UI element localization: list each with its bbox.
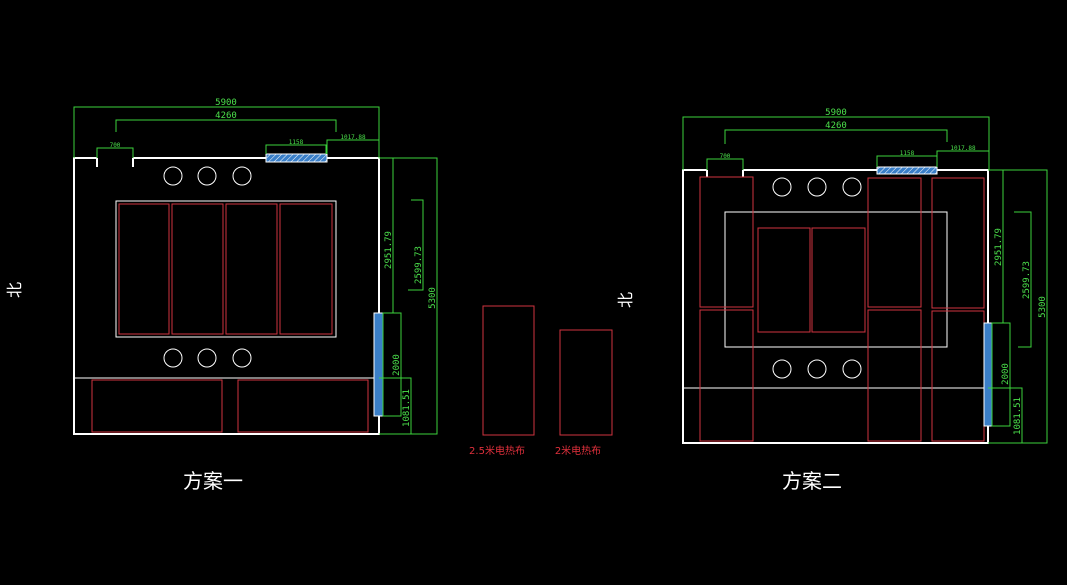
- plan1-bottom-lights: [163, 348, 252, 368]
- light-icon: [772, 359, 792, 379]
- dim-label: 4260: [825, 121, 847, 131]
- plan-1: 5900 4260 700 1158 1017.88 2951.79 2599.…: [5, 98, 438, 493]
- dim-label: 5900: [215, 98, 237, 108]
- light-icon: [197, 348, 217, 368]
- light-icon: [163, 348, 183, 368]
- north-label: 北: [5, 282, 24, 298]
- heating-pad: [867, 177, 922, 308]
- heating-pad: [699, 309, 754, 442]
- heating-pad: [699, 176, 754, 308]
- dim-label: 1158: [900, 150, 915, 157]
- legend-pad-2m: [559, 329, 613, 436]
- dim-label: 700: [720, 153, 731, 160]
- plan2-center-area: [724, 211, 948, 348]
- heating-pad: [91, 379, 223, 433]
- heating-pad: [931, 177, 985, 309]
- dim-line: [379, 377, 412, 434]
- light-icon: [232, 166, 252, 186]
- light-icon: [807, 177, 827, 197]
- plan-2: 5900 4260 700 1158 1017.88 2951.79 2599.…: [616, 108, 1048, 493]
- dim-line: [1014, 211, 1032, 348]
- dim-label: 5300: [428, 287, 438, 309]
- plan1-top-window: [265, 153, 328, 163]
- dim-label: 1158: [289, 139, 304, 146]
- heating-pad: [171, 203, 224, 335]
- dim-label: 1017.88: [950, 145, 976, 152]
- dim-line: [876, 155, 938, 167]
- heating-pad: [931, 310, 985, 442]
- plan1-center-heaters: [118, 203, 333, 335]
- legend-label-2m: 2米电热布: [555, 444, 601, 457]
- dim-label: 2951.79: [384, 231, 394, 269]
- heating-pad: [811, 227, 866, 333]
- plan1-outer-wall: [73, 157, 380, 435]
- dim-label: 2000: [392, 354, 402, 376]
- plan2-side-window: [983, 322, 993, 427]
- dim-line: [379, 157, 438, 435]
- heating-pad: [279, 203, 333, 335]
- dim-line: [936, 150, 989, 156]
- plan2-outer-wall: [682, 169, 989, 444]
- plan1-center-area: [115, 200, 337, 338]
- dim-line: [988, 169, 1048, 444]
- heating-pad: [118, 203, 170, 335]
- dim-line: [408, 199, 424, 291]
- dim-line: [382, 312, 402, 417]
- dim-line: [724, 129, 948, 144]
- dim-label: 5900: [825, 108, 847, 118]
- light-icon: [163, 166, 183, 186]
- light-icon: [772, 177, 792, 197]
- heating-pad: [237, 379, 369, 433]
- dim-line: [682, 116, 990, 170]
- dim-line: [706, 158, 744, 170]
- legend-pad-2.5m: [482, 305, 535, 436]
- plan2-title: 方案二: [782, 469, 842, 493]
- dim-label: 700: [110, 142, 121, 149]
- light-icon: [842, 359, 862, 379]
- plan2-heaters: [699, 176, 985, 442]
- heating-pad: [757, 227, 811, 333]
- light-icon: [197, 166, 217, 186]
- dim-label: 1081.51: [1013, 397, 1023, 435]
- dim-label: 2599.73: [1022, 261, 1032, 299]
- light-icon: [232, 348, 252, 368]
- plan1-top-lights: [163, 166, 252, 186]
- light-icon: [842, 177, 862, 197]
- plan2-lights: [772, 177, 862, 379]
- dim-line: [991, 322, 1011, 427]
- plan1-side-window: [373, 312, 384, 417]
- plan2-top-window: [876, 166, 938, 175]
- dim-label: 2599.73: [414, 246, 424, 284]
- dim-label: 1081.51: [402, 389, 412, 427]
- dim-line: [96, 147, 134, 158]
- legend-label-2.5m: 2.5米电热布: [469, 444, 525, 457]
- dim-label: 1017.88: [340, 134, 366, 141]
- dim-label: 2000: [1001, 363, 1011, 385]
- north-label: 北: [616, 292, 635, 308]
- heating-pad: [867, 309, 922, 442]
- dim-label: 4260: [215, 111, 237, 121]
- heating-pad-legend: 2.5米电热布 2米电热布: [469, 305, 613, 457]
- dim-line: [326, 139, 379, 154]
- dim-line: [115, 119, 337, 132]
- dim-line: [988, 387, 1023, 443]
- dim-label: 2951.79: [994, 228, 1004, 266]
- dim-line: [265, 144, 327, 154]
- dim-label: 5300: [1038, 296, 1048, 318]
- plan1-title: 方案一: [183, 469, 243, 493]
- dim-line: [73, 106, 380, 158]
- heating-pad: [225, 203, 278, 335]
- light-icon: [807, 359, 827, 379]
